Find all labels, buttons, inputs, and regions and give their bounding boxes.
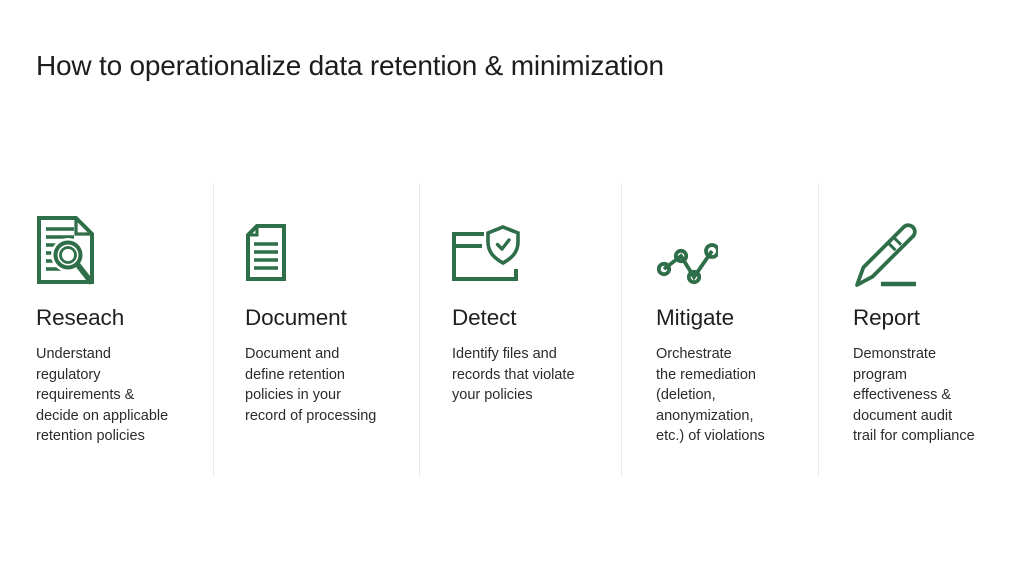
step-document: Document Document and define retention p… <box>245 183 415 477</box>
page-title: How to operationalize data retention & m… <box>36 50 664 81</box>
column-divider <box>213 183 214 477</box>
step-description: Demonstrate program effectiveness & docu… <box>853 346 975 445</box>
step-detect: Detect Identify files and records that v… <box>452 183 622 477</box>
step-title: Document <box>245 305 347 330</box>
step-description: Document and define retention policies i… <box>245 346 377 424</box>
activity-nodes-icon <box>656 241 718 285</box>
step-description: Identify files and records that violate … <box>452 346 575 404</box>
step-research: Reseach Understand regulatory requiremen… <box>36 183 206 477</box>
step-title: Report <box>853 305 920 330</box>
step-title: Mitigate <box>656 305 734 330</box>
step-description: Understand regulatory requirements & dec… <box>36 346 169 445</box>
document-icon <box>245 224 287 282</box>
step-report: Report Demonstrate program effectiveness… <box>853 183 1023 477</box>
document-magnifier-icon <box>36 216 98 288</box>
step-description: Orchestrate the remediation (deletion, a… <box>656 346 765 445</box>
column-divider <box>818 183 819 477</box>
column-divider <box>419 183 420 477</box>
step-title: Detect <box>452 305 517 330</box>
step-mitigate: Mitigate Orchestrate the remediation (de… <box>656 183 826 477</box>
pencil-icon <box>853 216 921 288</box>
step-title: Reseach <box>36 305 125 330</box>
column-divider <box>621 183 622 477</box>
folder-shield-check-icon <box>452 225 522 282</box>
